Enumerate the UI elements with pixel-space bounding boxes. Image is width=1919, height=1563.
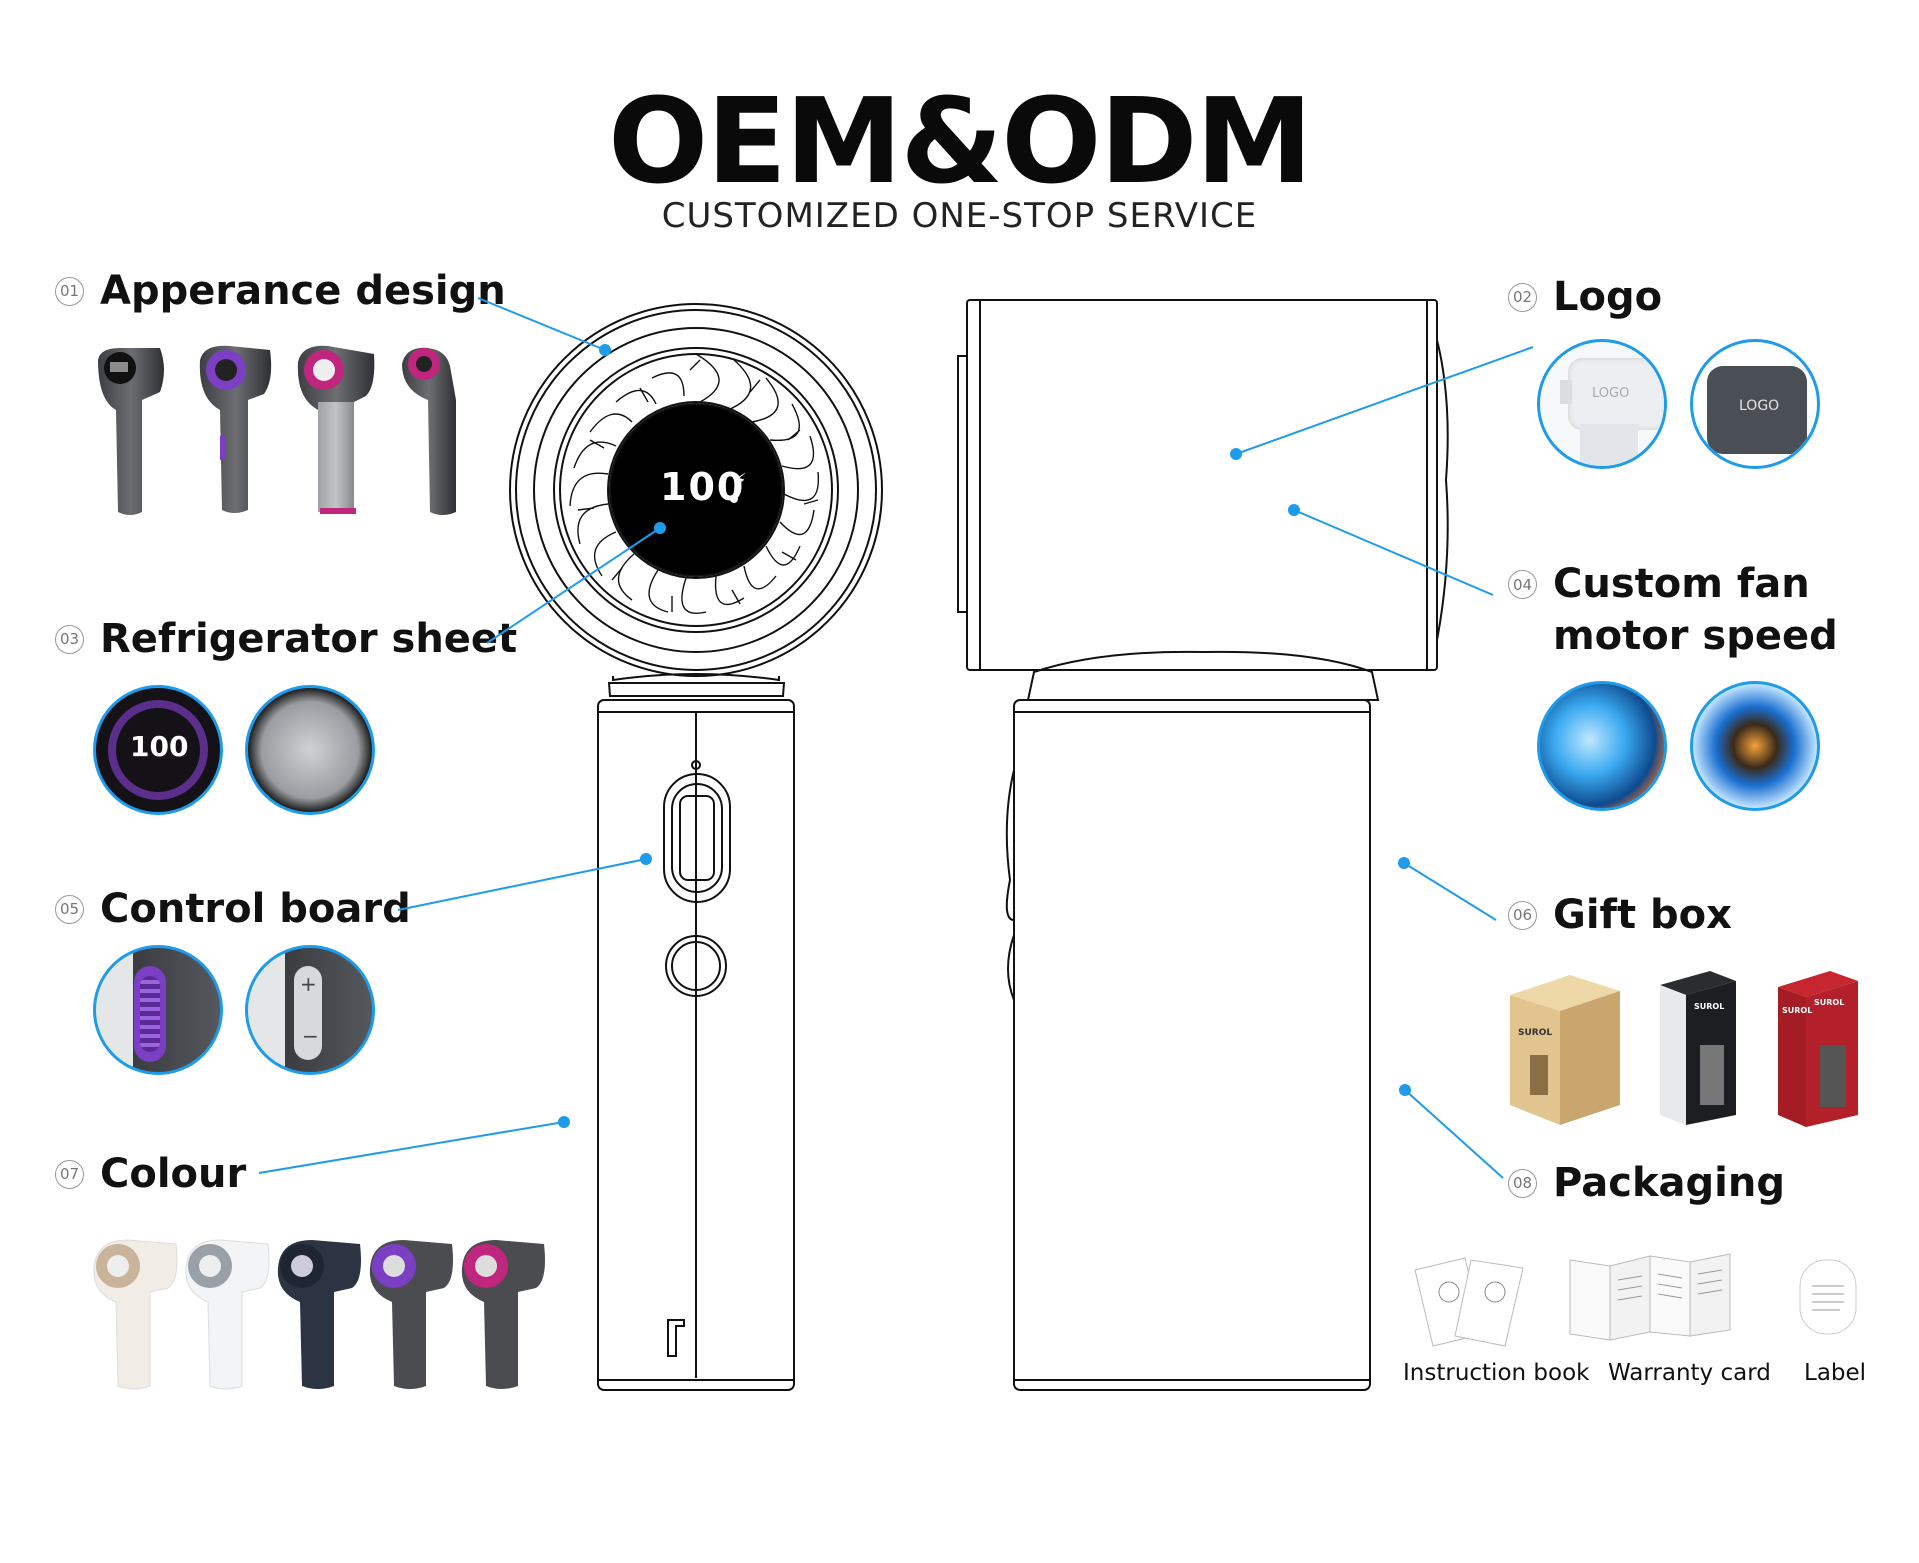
feature-label-line1: Custom fan xyxy=(1553,561,1810,607)
packaging-items xyxy=(1414,1253,1857,1347)
feature-refrigerator-sheet: 03 Refrigerator sheet xyxy=(55,616,517,662)
logo-sample-white: LOGO xyxy=(1537,339,1667,469)
control-wheel-thumb xyxy=(93,945,223,1075)
thumb-readout: 100 xyxy=(130,730,189,763)
feature-label: Logo xyxy=(1553,274,1663,320)
label-sticker-image xyxy=(1799,1259,1857,1335)
fan-side-view xyxy=(957,299,1449,1391)
gift-box-kraft: SUROL xyxy=(1510,975,1620,1125)
feature-number: 07 xyxy=(55,1159,84,1189)
refrigerator-plate-thumb xyxy=(245,685,375,815)
feature-number: 04 xyxy=(1508,570,1537,599)
refrigerator-display-thumb: 100 xyxy=(93,685,223,815)
feature-packaging: 08 Packaging xyxy=(1508,1160,1785,1206)
feature-label: Control board xyxy=(100,886,411,932)
feature-number: 05 xyxy=(55,894,84,924)
feature-label: Packaging xyxy=(1553,1160,1785,1206)
logo-sample-dark: LOGO xyxy=(1690,339,1820,469)
box-brand: SUROL xyxy=(1814,998,1844,1007)
gift-box-red: SUROL SUROL xyxy=(1778,971,1858,1127)
colour-navy xyxy=(277,1240,361,1389)
feature-control-board: 05 Control board xyxy=(55,886,411,932)
appearance-design-variants xyxy=(98,345,456,515)
feature-label: Gift box xyxy=(1553,892,1732,938)
instruction-book-caption: Instruction book xyxy=(1403,1360,1590,1386)
feature-custom-fan-motor-speed: 04 Custom fan motor speed xyxy=(1508,558,1838,662)
logo-text: LOGO xyxy=(1592,386,1630,401)
feature-label: Colour xyxy=(100,1151,247,1197)
motor-speed-thumb-1 xyxy=(1537,681,1667,811)
warranty-card-caption: Warranty card xyxy=(1608,1360,1771,1386)
instruction-book-image xyxy=(1414,1257,1524,1347)
page-title: OEM&ODM xyxy=(608,72,1313,210)
colour-magenta xyxy=(461,1240,545,1389)
feature-logo: 02 Logo xyxy=(1508,274,1662,320)
variant-digital-display xyxy=(98,348,164,515)
warranty-card-image xyxy=(1569,1253,1731,1341)
fan-front-handle xyxy=(597,673,795,1391)
feature-label: Refrigerator sheet xyxy=(100,616,518,662)
feature-colour: 07 Colour xyxy=(55,1151,246,1197)
feature-number: 02 xyxy=(1508,282,1537,312)
gift-box-variants: SUROL SUROL SUROL SUROL xyxy=(1510,971,1858,1127)
fan-mode-icon xyxy=(730,495,738,503)
colour-white xyxy=(185,1239,270,1390)
box-brand: SUROL xyxy=(1694,1002,1724,1011)
feature-number: 08 xyxy=(1508,1168,1537,1198)
colour-purple xyxy=(369,1240,453,1389)
feature-gift-box: 06 Gift box xyxy=(1508,892,1732,938)
colour-cream xyxy=(93,1239,178,1390)
box-brand: SUROL xyxy=(1518,1028,1552,1038)
feature-appearance-design: 01 Apperance design xyxy=(55,268,506,314)
colour-variants xyxy=(93,1239,545,1390)
control-buttons-thumb: + − xyxy=(245,945,375,1075)
leader-lines xyxy=(258,297,1534,1179)
logo-text: LOGO xyxy=(1739,398,1780,414)
feature-number: 03 xyxy=(55,624,84,654)
display-readout: 100 xyxy=(660,465,745,509)
feature-label: Apperance design xyxy=(100,268,506,314)
box-brand: SUROL xyxy=(1782,1006,1812,1015)
motor-speed-thumb-2 xyxy=(1690,681,1820,811)
feature-number: 06 xyxy=(1508,900,1537,930)
page-subtitle: CUSTOMIZED ONE-STOP SERVICE xyxy=(661,196,1258,236)
label-caption: Label xyxy=(1804,1360,1867,1386)
plus-icon: + xyxy=(300,972,317,996)
gift-box-dark: SUROL xyxy=(1660,971,1736,1125)
minus-icon: − xyxy=(302,1024,319,1048)
feature-label-line2: motor speed xyxy=(1553,613,1838,659)
feature-number: 01 xyxy=(55,276,84,306)
variant-magenta-silver xyxy=(297,345,375,514)
variant-purple xyxy=(199,345,272,513)
variant-magenta-dark xyxy=(402,347,456,515)
lightning-icon: ⚡ xyxy=(734,470,747,491)
